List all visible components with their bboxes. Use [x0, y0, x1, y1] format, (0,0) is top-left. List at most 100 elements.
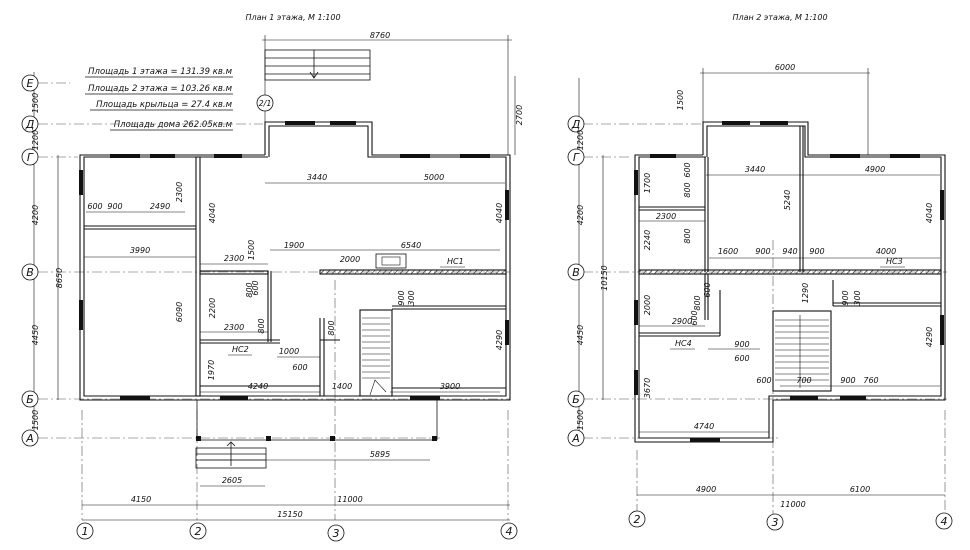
- svg-text:600: 600: [734, 354, 749, 363]
- svg-text:800: 800: [257, 318, 266, 333]
- porch: [195, 400, 438, 469]
- svg-text:900: 900: [809, 247, 824, 256]
- svg-text:700: 700: [796, 376, 811, 385]
- svg-text:600: 600: [756, 376, 771, 385]
- svg-text:2605: 2605: [222, 476, 242, 485]
- svg-text:1700: 1700: [643, 173, 652, 193]
- plan2-windows: [634, 121, 944, 442]
- svg-text:5240: 5240: [783, 190, 792, 210]
- plan1-walls: [79, 121, 511, 401]
- svg-text:900: 900: [734, 340, 749, 349]
- plan2-dimension-lines: [578, 68, 945, 496]
- svg-text:2000: 2000: [643, 295, 652, 315]
- label-hc1: НС1: [447, 257, 464, 266]
- plan1-stairs: [362, 317, 390, 396]
- svg-text:15150: 15150: [277, 510, 302, 519]
- plan2-axis-markers: [567, 115, 953, 531]
- svg-text:4290: 4290: [495, 330, 504, 350]
- fireplace-symbol: [375, 253, 407, 269]
- axis2-label-v: В: [572, 266, 580, 279]
- svg-text:2200: 2200: [208, 298, 217, 318]
- svg-text:2490: 2490: [150, 202, 170, 211]
- svg-text:1500: 1500: [576, 410, 585, 430]
- svg-text:600: 600: [87, 202, 102, 211]
- plan1-axis-markers: [21, 74, 518, 542]
- axis-label-e: Е: [27, 77, 34, 90]
- axis-label-v: В: [26, 266, 34, 279]
- svg-text:10150: 10150: [600, 265, 609, 290]
- svg-text:300: 300: [407, 290, 416, 305]
- plan1-axis-labels: Е Д Г В Б А 1 2 3 4 2/1: [25, 77, 513, 540]
- svg-text:6540: 6540: [401, 241, 421, 250]
- svg-text:4290: 4290: [925, 327, 934, 347]
- svg-text:11000: 11000: [337, 495, 362, 504]
- plan1: План 1 этажа, М 1:100 Площадь 1 этажа = …: [21, 13, 524, 542]
- svg-text:4200: 4200: [576, 205, 585, 225]
- svg-text:4150: 4150: [131, 495, 151, 504]
- axis-label-4: 4: [506, 525, 513, 538]
- svg-text:1970: 1970: [207, 360, 216, 380]
- svg-text:1000: 1000: [279, 347, 299, 356]
- svg-text:3900: 3900: [440, 382, 460, 391]
- svg-text:1200: 1200: [576, 130, 585, 150]
- svg-text:2300: 2300: [175, 182, 184, 202]
- plan2-dimension-texts: 6000 1500 1200 4200 4450 1500 10150 3440…: [576, 63, 934, 509]
- svg-text:900: 900: [755, 247, 770, 256]
- axis-label-g: Г: [27, 151, 34, 164]
- area-notes: Площадь 1 этажа = 131.39 кв.м Площадь 2 …: [85, 67, 233, 131]
- svg-text:5895: 5895: [370, 450, 390, 459]
- svg-text:600: 600: [683, 162, 692, 177]
- svg-text:900: 900: [841, 290, 850, 305]
- svg-text:3670: 3670: [643, 378, 652, 398]
- svg-text:6000: 6000: [775, 63, 795, 72]
- svg-text:2300: 2300: [224, 323, 244, 332]
- svg-text:4000: 4000: [876, 247, 896, 256]
- axis2-label-a: А: [571, 432, 580, 445]
- plan2-walls: [634, 121, 946, 443]
- plan1-rear-steps: [264, 49, 371, 81]
- svg-text:1500: 1500: [31, 93, 40, 113]
- svg-text:800: 800: [683, 182, 692, 197]
- area-note-house: Площадь дома 262.05кв.м: [114, 120, 233, 130]
- svg-text:2900: 2900: [672, 317, 692, 326]
- axis-label-d: Д: [25, 118, 35, 131]
- svg-text:900: 900: [107, 202, 122, 211]
- axis-label-b: Б: [26, 393, 34, 406]
- plan1-dimension-texts: 8760 2700 1500 1200 4200 4450 1500 8650 …: [31, 31, 524, 519]
- plan1-windows: [79, 121, 509, 400]
- axis2-label-2: 2: [634, 513, 641, 526]
- axis-label-a: А: [25, 432, 34, 445]
- svg-text:900: 900: [397, 290, 406, 305]
- plan2-title: План 2 этажа, М 1:100: [732, 13, 827, 22]
- svg-text:4040: 4040: [925, 203, 934, 223]
- svg-text:6090: 6090: [175, 302, 184, 322]
- porch-columns: [196, 436, 437, 441]
- svg-text:6100: 6100: [850, 485, 870, 494]
- svg-text:1600: 1600: [718, 247, 738, 256]
- svg-text:3440: 3440: [745, 165, 765, 174]
- svg-text:600: 600: [292, 363, 307, 372]
- plan2-stairs: [775, 315, 829, 388]
- area-note-floor1: Площадь 1 этажа = 131.39 кв.м: [88, 67, 232, 77]
- axis-label-1: 1: [82, 525, 89, 538]
- axis2-label-g: Г: [573, 151, 580, 164]
- svg-text:2700: 2700: [515, 105, 524, 125]
- svg-text:4240: 4240: [248, 382, 268, 391]
- svg-text:800: 800: [327, 320, 336, 335]
- svg-text:1500: 1500: [676, 90, 685, 110]
- svg-text:4040: 4040: [208, 203, 217, 223]
- svg-text:600: 600: [690, 310, 699, 325]
- svg-text:600: 600: [703, 282, 712, 297]
- plan2-axis-labels: Д Г В Б А 2 3 4: [571, 118, 948, 529]
- label-hc3: НС3: [886, 257, 903, 266]
- label-hc2: НС2: [232, 345, 249, 354]
- svg-text:800: 800: [683, 228, 692, 243]
- svg-text:5000: 5000: [424, 173, 444, 182]
- svg-text:2000: 2000: [340, 255, 360, 264]
- svg-text:4200: 4200: [31, 205, 40, 225]
- svg-text:1500: 1500: [31, 410, 40, 430]
- axis-label-3: 3: [333, 527, 340, 540]
- plan1-axis-lines: [38, 82, 510, 520]
- svg-text:800: 800: [693, 295, 702, 310]
